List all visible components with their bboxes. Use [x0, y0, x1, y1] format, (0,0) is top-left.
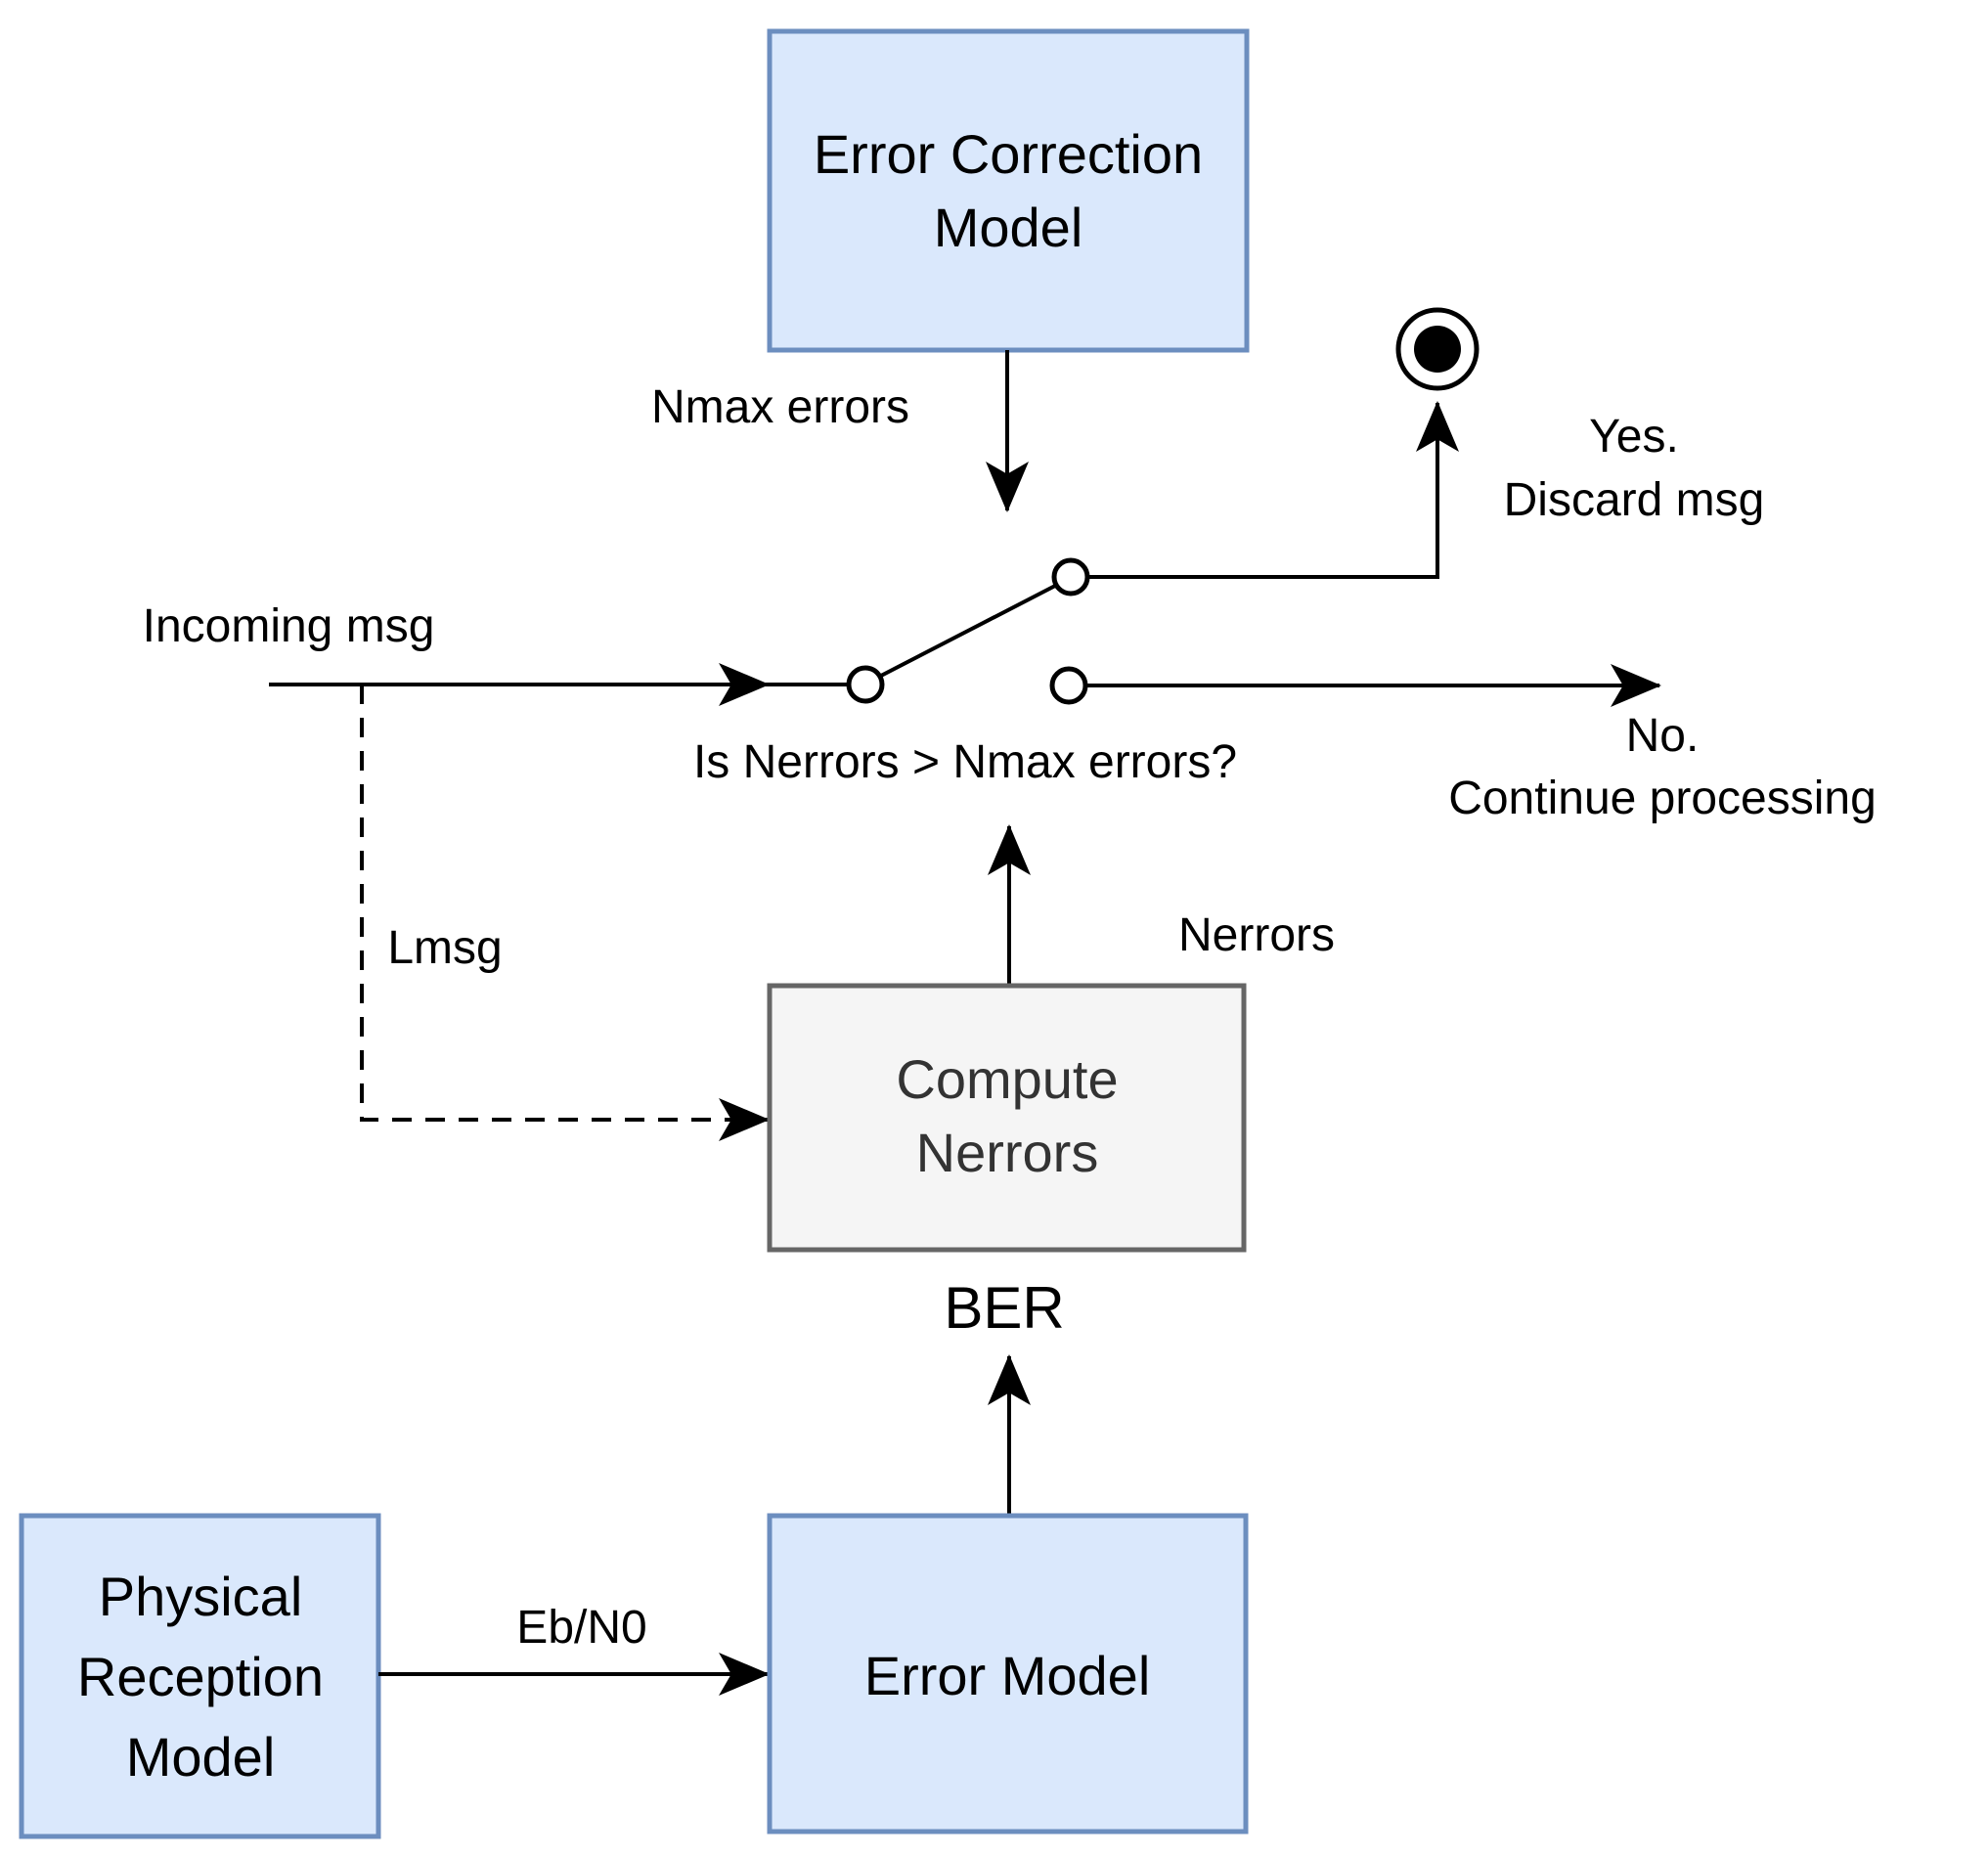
switch-lower-contact — [1049, 666, 1088, 705]
physical-reception-label-line3: Model — [126, 1726, 276, 1788]
ber-label: BER — [944, 1275, 1064, 1341]
compute-nerrors-node — [767, 983, 1247, 1253]
yes-label-line1: Yes. — [1589, 411, 1679, 463]
error-correction-model-label-line2: Model — [934, 197, 1083, 258]
compute-nerrors-label-line2: Nerrors — [916, 1122, 1099, 1183]
physical-reception-label-line1: Physical — [99, 1566, 303, 1627]
switch-question-label: Is Nerrors > Nmax errors? — [693, 736, 1237, 788]
physical-reception-label-line2: Reception — [77, 1646, 324, 1707]
switch-left-contact — [846, 665, 885, 704]
yes-label-line2: Discard msg — [1504, 474, 1765, 526]
lmsg-label: Lmsg — [387, 922, 502, 974]
no-label-line2: Continue processing — [1448, 773, 1877, 824]
no-label-line1: No. — [1626, 710, 1700, 762]
error-model-label: Error Model — [864, 1645, 1151, 1706]
yes-branch-connector — [1087, 401, 1459, 579]
compute-nerrors-label-line1: Compute — [896, 1048, 1118, 1110]
final-state-node-inner — [1414, 326, 1461, 373]
error-correction-model-label-line1: Error Correction — [814, 123, 1203, 185]
error-model-node — [767, 1513, 1249, 1834]
nmax-errors-label: Nmax errors — [651, 381, 909, 433]
incoming-msg-label: Incoming msg — [143, 600, 435, 652]
lmsg-dashed-connector — [360, 685, 770, 1141]
eb-n0-label: Eb/N0 — [516, 1602, 646, 1654]
nerrors-label: Nerrors — [1178, 909, 1335, 961]
switch-blade-line — [878, 583, 1058, 679]
error-correction-model-node — [767, 28, 1250, 353]
switch-upper-contact — [1051, 557, 1090, 597]
